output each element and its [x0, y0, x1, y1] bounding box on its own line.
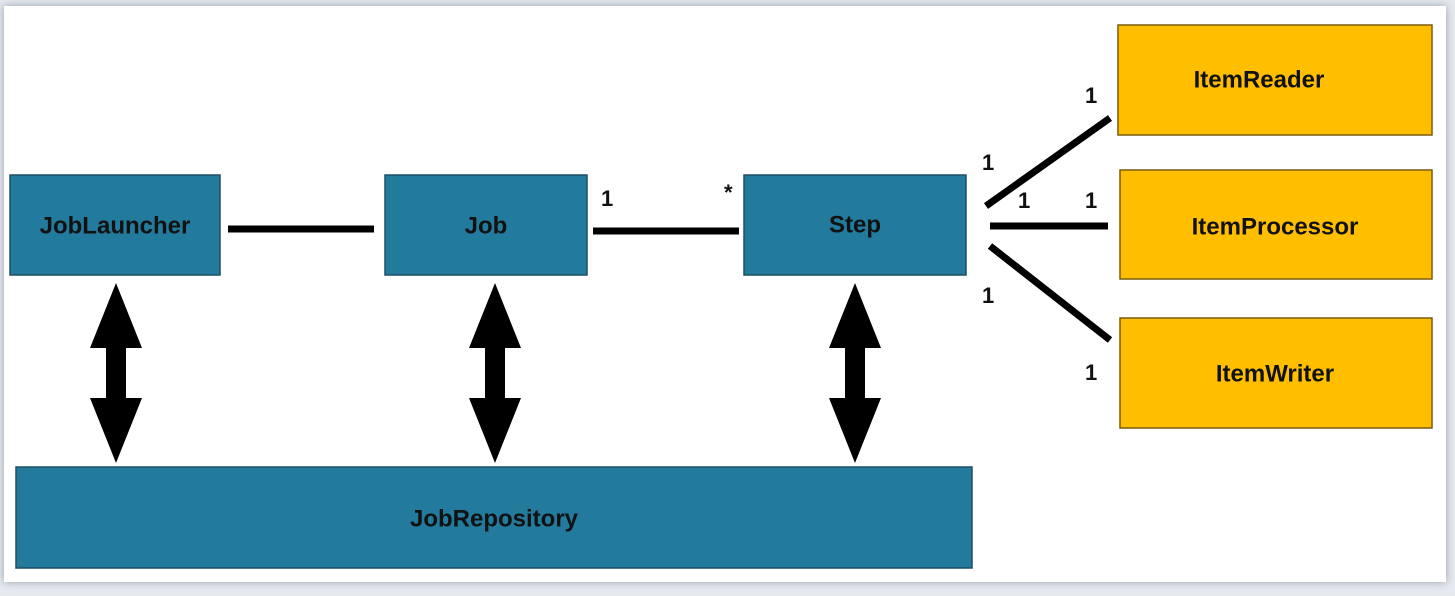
item-writer-label: ItemWriter	[1216, 360, 1334, 387]
step-processor-processor-multiplicity: 1	[1085, 188, 1097, 213]
step-reader-reader-multiplicity: 1	[1085, 83, 1097, 108]
step-reader-connector	[983, 115, 1113, 209]
job-step-job-multiplicity: 1	[601, 186, 613, 211]
step-label: Step	[829, 211, 881, 238]
job-label: Job	[465, 212, 508, 239]
job-repository-label: JobRepository	[410, 505, 579, 532]
job-launcher-label: JobLauncher	[40, 212, 191, 239]
step-repository-arrow-icon	[829, 283, 881, 463]
item-processor-label: ItemProcessor	[1192, 213, 1359, 240]
job-repository-box: JobRepository	[15, 466, 973, 569]
step-writer-writer-multiplicity: 1	[1085, 360, 1097, 385]
job-box: Job	[384, 174, 588, 276]
job-step-step-multiplicity: *	[724, 180, 733, 205]
step-processor-step-multiplicity: 1	[1018, 188, 1030, 213]
launcher-repository-arrow-icon	[90, 283, 142, 463]
step-box: Step	[743, 174, 967, 276]
item-reader-box: ItemReader	[1117, 24, 1433, 136]
item-reader-label: ItemReader	[1194, 66, 1325, 93]
step-writer-connector	[987, 243, 1113, 343]
job-launcher-box: JobLauncher	[9, 174, 221, 276]
step-reader-step-multiplicity: 1	[982, 150, 994, 175]
step-writer-step-multiplicity: 1	[982, 283, 994, 308]
job-repository-arrow-icon	[469, 283, 521, 463]
item-writer-box: ItemWriter	[1119, 317, 1433, 429]
item-processor-box: ItemProcessor	[1119, 169, 1433, 280]
